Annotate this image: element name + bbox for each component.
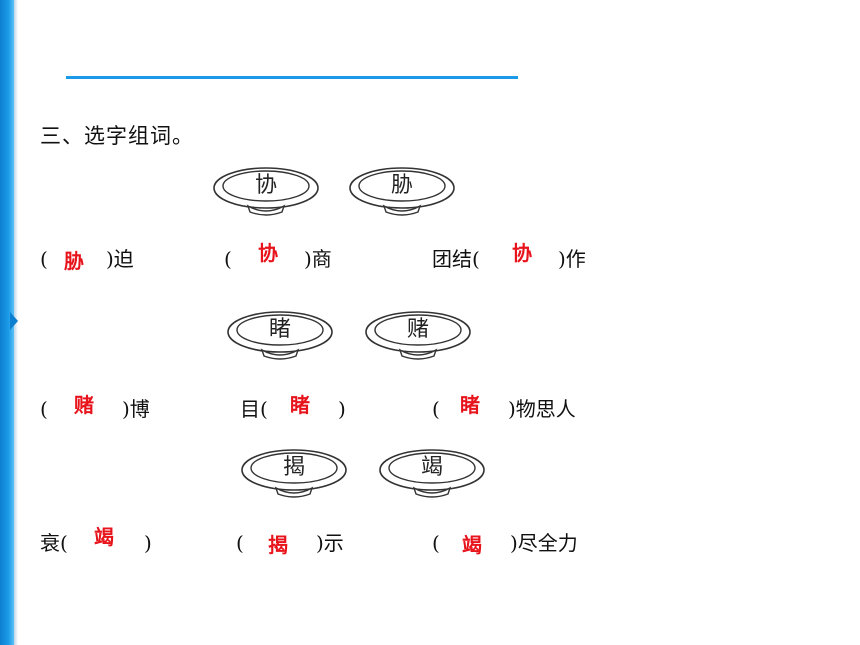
bowl-icon (349, 167, 455, 216)
item-open: ( (40, 397, 48, 421)
answer-text: 赌 (74, 393, 94, 417)
item-close: )物思人 (508, 397, 576, 421)
bowl-char: 揭 (282, 455, 305, 480)
item-open: ( (432, 531, 440, 555)
bowl-group1-b: 胁 (348, 166, 456, 218)
bowl-group3-a: 揭 (240, 448, 348, 500)
answer-text: 揭 (268, 533, 288, 557)
bowl-icon (213, 167, 319, 216)
item-open: 衰( (40, 531, 68, 555)
bowl-char: 睹 (268, 317, 291, 342)
bowl-icon (227, 311, 333, 360)
item-open: ( (40, 247, 48, 271)
bowl-char: 竭 (420, 455, 443, 480)
bowl-char: 赌 (406, 317, 429, 342)
item-open: 目( (240, 397, 268, 421)
item-close: )迫 (106, 247, 134, 271)
bowl-group2-b: 赌 (364, 310, 472, 362)
bowl-group2-a: 睹 (226, 310, 334, 362)
item-open: 团结( (432, 247, 480, 271)
item-close: )作 (558, 247, 586, 271)
answer-text: 睹 (290, 393, 310, 417)
item-close: )示 (316, 531, 344, 555)
answer-text: 协 (258, 241, 278, 265)
answer-text: 胁 (64, 249, 84, 273)
bowl-icon (379, 449, 485, 498)
left-accent-bar (0, 0, 14, 645)
bowl-char: 协 (254, 173, 277, 198)
section-title: 三、选字组词。 (40, 124, 194, 148)
bowl-char: 胁 (390, 173, 413, 198)
bowl-group3-b: 竭 (378, 448, 486, 500)
left-notch-marker (10, 312, 18, 330)
item-open: ( (432, 397, 440, 421)
answer-text: 竭 (462, 533, 482, 557)
bowl-group1-a: 协 (212, 166, 320, 218)
answer-text: 睹 (460, 393, 480, 417)
bowl-icon (365, 311, 471, 360)
header-rule (66, 76, 518, 79)
item-close: ) (144, 531, 152, 555)
item-open: ( (236, 531, 244, 555)
answer-text: 竭 (94, 525, 114, 549)
item-close: )博 (122, 397, 150, 421)
item-close: )尽全力 (510, 531, 578, 555)
item-close: ) (338, 397, 346, 421)
answer-text: 协 (512, 241, 532, 265)
item-close: )商 (304, 247, 332, 271)
item-open: ( (224, 247, 232, 271)
bowl-icon (241, 449, 347, 498)
